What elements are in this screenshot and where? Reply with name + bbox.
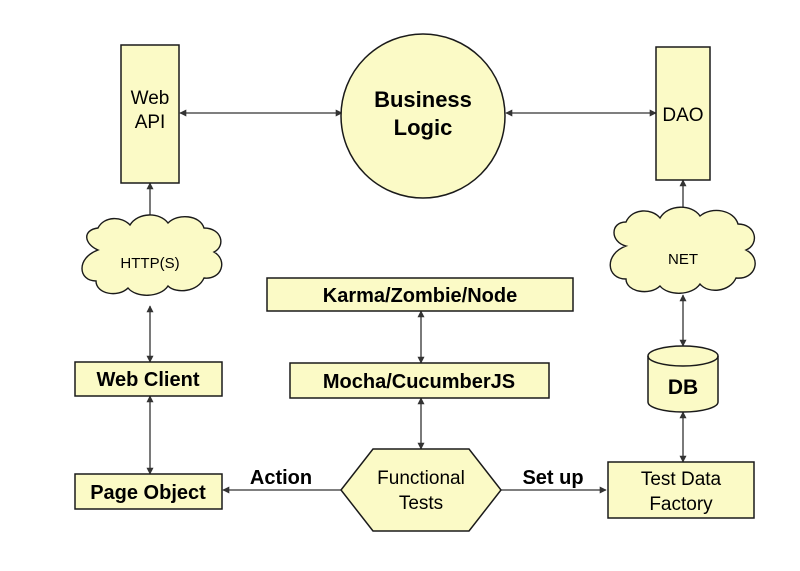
http-cloud-label: HTTP(S) — [120, 255, 179, 272]
net-cloud-shape — [609, 206, 756, 294]
page-object-box — [74, 473, 223, 510]
node-functional-tests: Functional Tests — [340, 448, 502, 532]
node-page-object: Page Object — [74, 473, 223, 510]
functional-tests-label-line1: Functional — [377, 468, 465, 489]
functional-tests-label-line2: Tests — [399, 493, 443, 514]
node-net-cloud: NET — [609, 206, 756, 294]
db-label: DB — [668, 376, 698, 399]
connectors — [146, 109, 687, 494]
db-cylinder-body — [647, 345, 719, 413]
mocha-box — [289, 362, 550, 399]
web-client-box — [74, 361, 223, 397]
node-dao: DAO — [655, 46, 711, 181]
node-karma: Karma/Zombie/Node — [266, 277, 574, 312]
node-http-cloud: HTTP(S) — [81, 214, 223, 296]
test-data-factory-label-line2: Factory — [649, 494, 713, 515]
node-web-client: Web Client — [74, 361, 223, 397]
web-client-label: Web Client — [97, 369, 200, 391]
edge-label-setup: Set up — [522, 467, 583, 489]
dao-label: DAO — [662, 105, 703, 126]
functional-tests-hexagon — [340, 448, 502, 532]
edge-label-action: Action — [250, 467, 312, 489]
web-api-label-line2: API — [135, 112, 166, 133]
net-cloud-label: NET — [668, 251, 698, 268]
web-api-box — [120, 44, 180, 184]
mocha-label: Mocha/CucumberJS — [323, 371, 515, 393]
node-web-api: Web API — [120, 44, 180, 184]
node-business-logic: Business Logic — [340, 33, 506, 199]
karma-box — [266, 277, 574, 312]
karma-label: Karma/Zombie/Node — [323, 285, 517, 307]
page-object-label: Page Object — [90, 482, 206, 504]
business-logic-label-line2: Logic — [394, 115, 453, 140]
test-data-factory-box — [607, 461, 755, 519]
business-logic-label-line1: Business — [374, 87, 472, 112]
test-data-factory-label-line1: Test Data — [641, 469, 722, 490]
db-cylinder-rim — [647, 355, 719, 367]
node-test-data-factory: Test Data Factory — [607, 461, 755, 519]
node-mocha: Mocha/CucumberJS — [289, 362, 550, 399]
business-logic-circle — [340, 33, 506, 199]
node-db: DB — [647, 345, 719, 413]
http-cloud-shape — [81, 214, 223, 296]
dao-box — [655, 46, 711, 181]
web-api-label-line1: Web — [131, 88, 170, 109]
